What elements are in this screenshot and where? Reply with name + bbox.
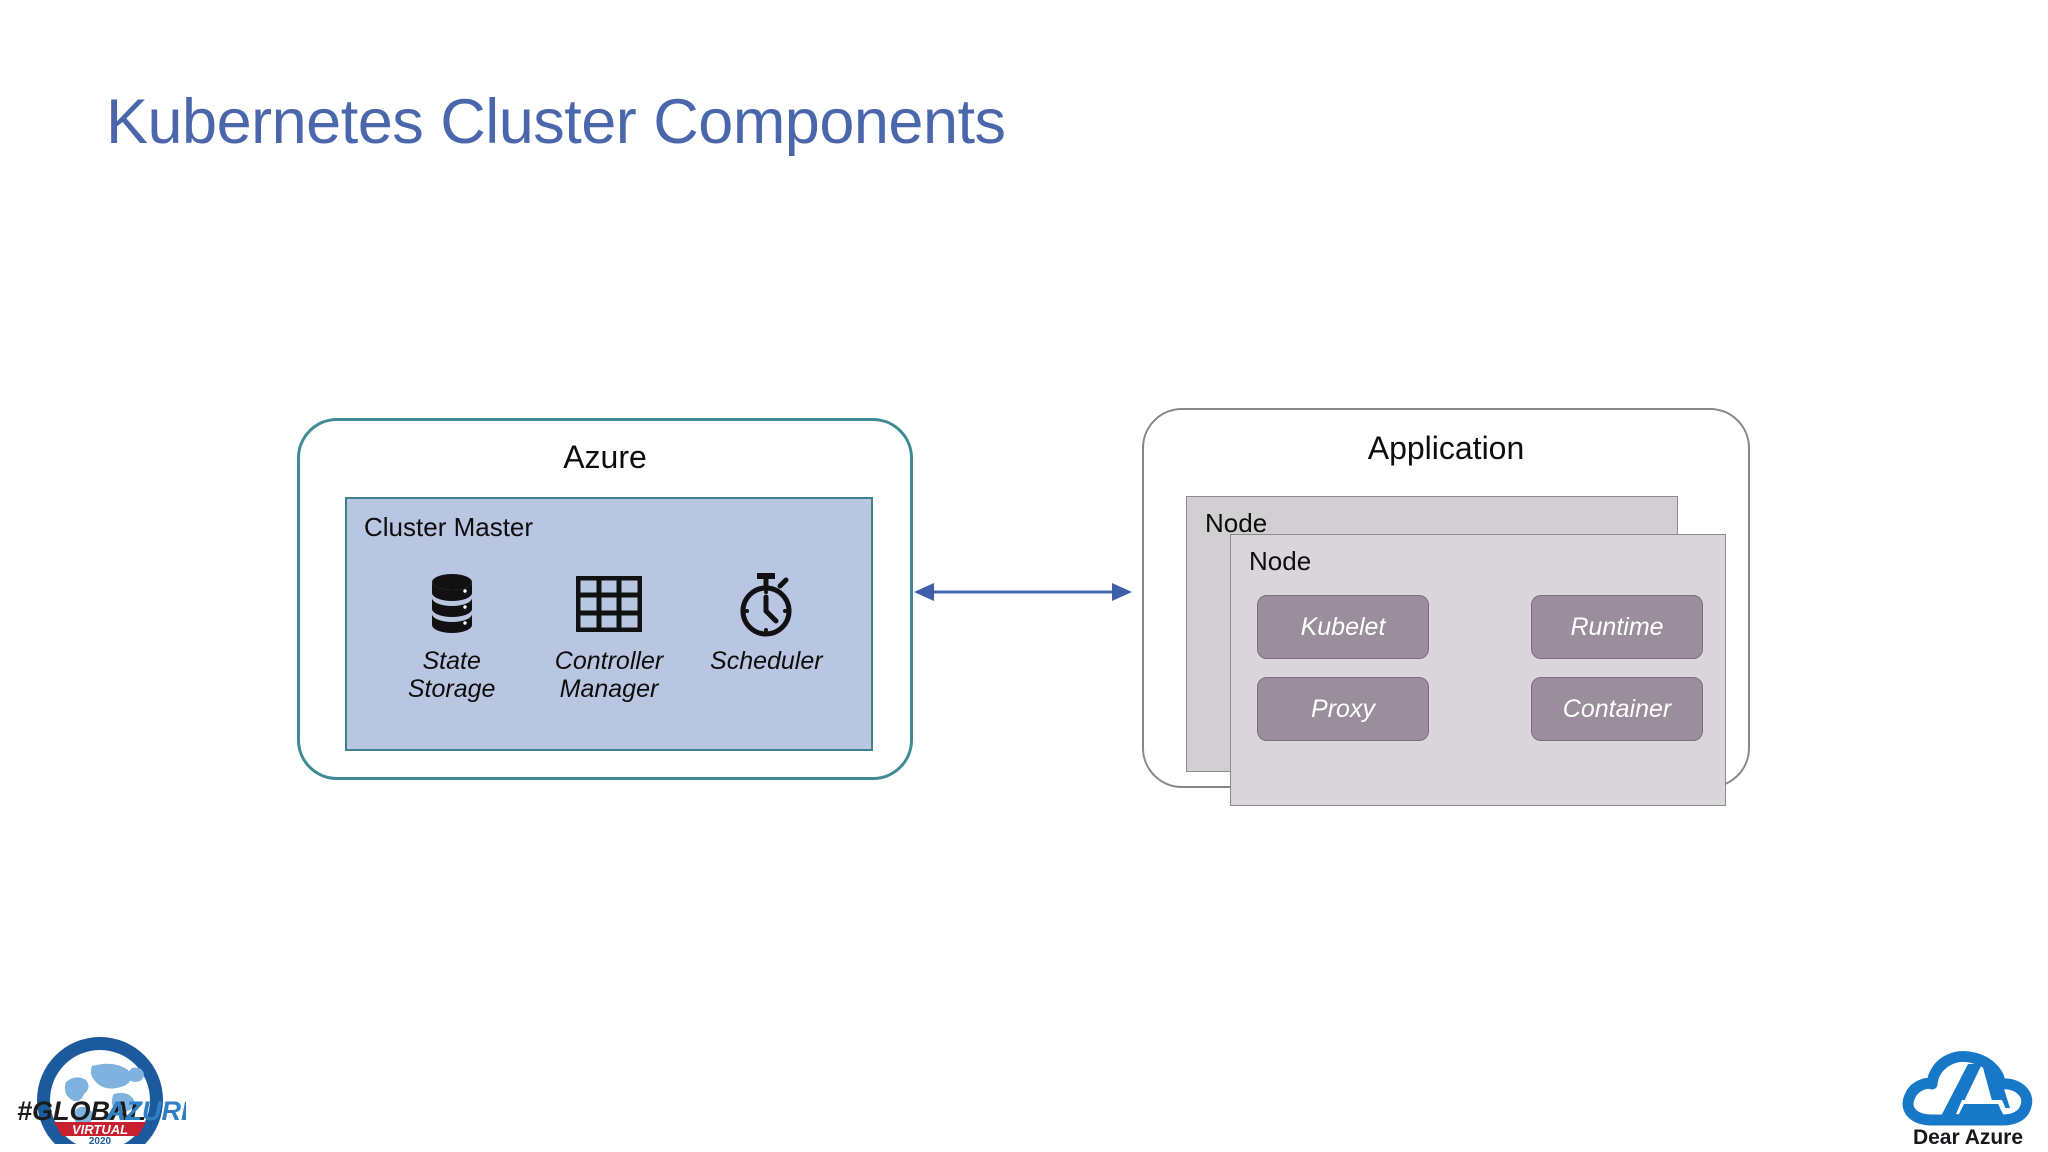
label-line-1: State bbox=[422, 647, 481, 675]
component-scheduler-label: Scheduler bbox=[710, 647, 823, 675]
component-state-storage: State Storage bbox=[377, 571, 527, 703]
logo-word-global: #GLOBAL bbox=[17, 1096, 146, 1126]
logo-ribbon-text: VIRTUAL bbox=[72, 1122, 128, 1137]
cluster-master-label: Cluster Master bbox=[364, 512, 534, 542]
database-icon bbox=[424, 571, 480, 637]
label-line-2: Manager bbox=[559, 675, 659, 703]
application-group-container: Application Node Node Kubelet Runtime Pr… bbox=[1142, 408, 1750, 806]
label-line-1: Controller bbox=[554, 647, 664, 675]
component-scheduler: Scheduler bbox=[691, 571, 841, 675]
azure-group-label: Azure bbox=[563, 439, 647, 475]
pill-proxy[interactable]: Proxy bbox=[1257, 677, 1429, 741]
component-state-storage-label: State Storage bbox=[408, 647, 496, 703]
application-group-label: Application bbox=[1367, 430, 1525, 466]
label-line-2: Storage bbox=[407, 675, 496, 703]
node-box-front: Node Kubelet Runtime Proxy Container bbox=[1230, 534, 1726, 806]
dear-azure-caption: Dear Azure bbox=[1913, 1126, 2023, 1148]
logo-year-text: 2020 bbox=[89, 1136, 112, 1144]
logo-word-azure: AZURE bbox=[105, 1096, 186, 1126]
component-controller-manager: Controller Manager bbox=[534, 571, 684, 703]
global-azure-virtual-2020-logo: BY COMMUNITY · FOR COMMUNITY #GLOBAL AZU… bbox=[10, 1013, 200, 1152]
double-headed-arrow-icon bbox=[912, 575, 1134, 609]
node-label: Node bbox=[1249, 546, 1312, 576]
azure-group-container: Azure Cluster Master bbox=[297, 418, 913, 780]
component-controller-manager-label: Controller Manager bbox=[555, 647, 663, 703]
stopwatch-icon bbox=[735, 571, 797, 637]
node-components-grid: Kubelet Runtime Proxy Container bbox=[1257, 595, 1703, 741]
cluster-master-box: Cluster Master bbox=[345, 497, 873, 751]
pill-runtime[interactable]: Runtime bbox=[1531, 595, 1703, 659]
pill-container[interactable]: Container bbox=[1531, 677, 1703, 741]
grid-table-icon bbox=[575, 571, 642, 637]
pill-kubelet[interactable]: Kubelet bbox=[1257, 595, 1429, 659]
node-label: Node bbox=[1205, 508, 1268, 538]
dear-azure-logo: Dear Azure bbox=[1898, 1034, 2038, 1149]
page-title: Kubernetes Cluster Components bbox=[106, 87, 1006, 157]
label-line-1: Scheduler bbox=[710, 647, 823, 675]
cluster-master-components: State Storage bbox=[347, 571, 871, 703]
